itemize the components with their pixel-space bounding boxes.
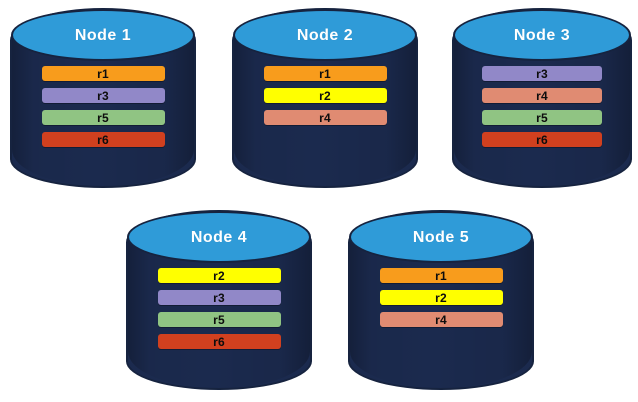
node-3-replica-r4[interactable]: r4 [482,88,602,103]
node-5-cylinder-top: Node 5 [349,211,533,263]
node-2-replica-r4-label: r4 [319,110,331,125]
node-1-replica-r3-label: r3 [97,88,109,103]
node-1-cylinder-top: Node 1 [11,9,195,61]
node-5-replica-r1-label: r1 [435,268,447,283]
node-4-replica-stack: r2 r3 r5 r6 [126,268,312,349]
node-2-replica-stack: r1 r2 r4 [232,66,418,125]
node-5-replica-r1[interactable]: r1 [379,268,503,283]
node-4-replica-r3-label: r3 [213,290,225,305]
node-1-replica-r5-label: r5 [97,110,109,125]
node-5-replica-r4[interactable]: r4 [379,312,503,327]
node-1[interactable]: Node 1 r1 r3 r5 r6 [10,8,196,188]
node-1-replica-r6-label: r6 [97,132,109,147]
node-1-replica-r1-label: r1 [97,66,109,81]
node-2-replica-r2[interactable]: r2 [263,88,387,103]
node-2-replica-r4[interactable]: r4 [263,110,387,125]
node-5-replica-r2[interactable]: r2 [379,290,503,305]
node-4-replica-r5[interactable]: r5 [157,312,281,327]
node-2-cylinder-top: Node 2 [233,9,417,61]
node-5-title: Node 5 [412,229,470,246]
node-2[interactable]: Node 2 r1 r2 r4 [232,8,418,188]
node-4-replica-r5-label: r5 [213,312,225,327]
node-1-replica-r6[interactable]: r6 [41,132,165,147]
node-1-replica-r5[interactable]: r5 [41,110,165,125]
node-4-replica-r3[interactable]: r3 [157,290,281,305]
node-5-replica-r2-label: r2 [435,290,447,305]
node-3-replica-r5[interactable]: r5 [482,110,602,125]
node-2-title: Node 2 [296,27,354,44]
node-1-replica-stack: r1 r3 r5 r6 [10,66,196,147]
node-3-replica-r4-label: r4 [536,88,548,103]
node-5-replica-stack: r1 r2 r4 [348,268,534,327]
node-3-replica-r3-label: r3 [536,66,548,81]
node-4-replica-r2[interactable]: r2 [157,268,281,283]
node-3-cylinder-top: Node 3 [453,9,631,61]
node-1-title: Node 1 [74,27,132,44]
node-3-replica-r6-label: r6 [536,132,548,147]
node-4-title: Node 4 [190,229,248,246]
node-2-replica-r2-label: r2 [319,88,331,103]
node-3-title: Node 3 [513,27,571,44]
node-4-cylinder-top: Node 4 [127,211,311,263]
node-3-replica-stack: r3 r4 r5 r6 [452,66,632,147]
node-5-replica-r4-label: r4 [435,312,447,327]
node-4-replica-r2-label: r2 [213,268,225,283]
node-1-replica-r3[interactable]: r3 [41,88,165,103]
node-3-replica-r6[interactable]: r6 [482,132,602,147]
node-4-replica-r6-label: r6 [213,334,225,349]
node-2-replica-r1[interactable]: r1 [263,66,387,81]
node-2-replica-r1-label: r1 [319,66,331,81]
node-1-replica-r1[interactable]: r1 [41,66,165,81]
node-4-replica-r6[interactable]: r6 [157,334,281,349]
node-3-replica-r3[interactable]: r3 [482,66,602,81]
node-3[interactable]: Node 3 r3 r4 r5 r6 [452,8,632,188]
node-4[interactable]: Node 4 r2 r3 r5 r6 [126,210,312,390]
node-3-replica-r5-label: r5 [536,110,548,125]
node-5[interactable]: Node 5 r1 r2 r4 [348,210,534,390]
